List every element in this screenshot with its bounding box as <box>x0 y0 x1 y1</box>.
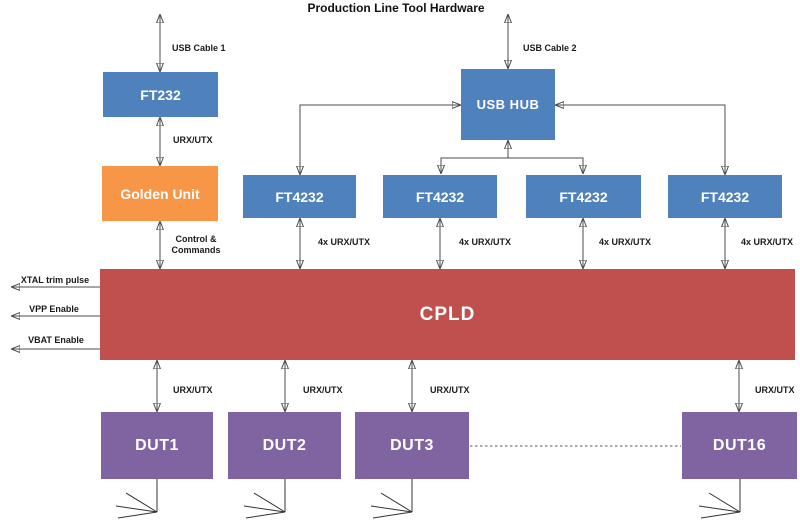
diagram-title: Production Line Tool Hardware <box>307 1 485 15</box>
node-ft4232-4: FT4232 <box>668 175 782 218</box>
hub-ft4232-1-link <box>300 105 460 174</box>
node-dut16: DUT16 <box>682 412 797 479</box>
label-4x-urx-utx-4: 4x URX/UTX <box>741 237 794 247</box>
label-urx-utx-dut2: URX/UTX <box>303 385 343 395</box>
label-4x-urx-utx-1: 4x URX/UTX <box>318 237 371 247</box>
label-usb-cable-2: USB Cable 2 <box>523 43 577 53</box>
dut2-ground-symbol <box>243 479 286 519</box>
node-dut3: DUT3 <box>355 412 469 479</box>
node-ft4232-3: FT4232 <box>526 175 641 218</box>
label-urx-utx-ft232: URX/UTX <box>173 135 213 145</box>
label-vbat-enable: VBAT Enable <box>28 335 84 345</box>
label-control-commands-line1: Control & <box>175 234 217 244</box>
label-urx-utx-dut16: URX/UTX <box>755 385 795 395</box>
label-urx-utx-dut3: URX/UTX <box>430 385 470 395</box>
label-4x-urx-utx-2: 4x URX/UTX <box>459 237 512 247</box>
label-4x-urx-utx-3: 4x URX/UTX <box>599 237 652 247</box>
label-vpp-enable: VPP Enable <box>29 304 79 314</box>
hub-ft4232-4-link <box>556 105 725 174</box>
label-usb-cable-1: USB Cable 1 <box>172 43 226 53</box>
dut16-ground-symbol <box>698 479 741 519</box>
node-usb-hub: USB HUB <box>461 69 555 140</box>
node-ft4232-1: FT4232 <box>243 175 356 218</box>
dut3-ground-symbol <box>370 479 413 519</box>
hub-ft4232-2-3-link <box>441 157 583 173</box>
node-dut2: DUT2 <box>228 412 341 479</box>
label-xtal-trim-pulse: XTAL trim pulse <box>20 275 90 285</box>
label-urx-utx-dut1: URX/UTX <box>173 385 213 395</box>
node-dut1: DUT1 <box>101 412 213 479</box>
label-control-commands-line2: Commands <box>171 245 221 255</box>
node-ft232: FT232 <box>103 72 218 117</box>
dut1-ground-symbol <box>115 479 158 519</box>
node-ft4232-2: FT4232 <box>383 175 497 218</box>
label-control-commands: Control & Commands <box>160 234 232 256</box>
node-golden-unit: Golden Unit <box>102 166 218 221</box>
node-cpld: CPLD <box>100 269 795 360</box>
